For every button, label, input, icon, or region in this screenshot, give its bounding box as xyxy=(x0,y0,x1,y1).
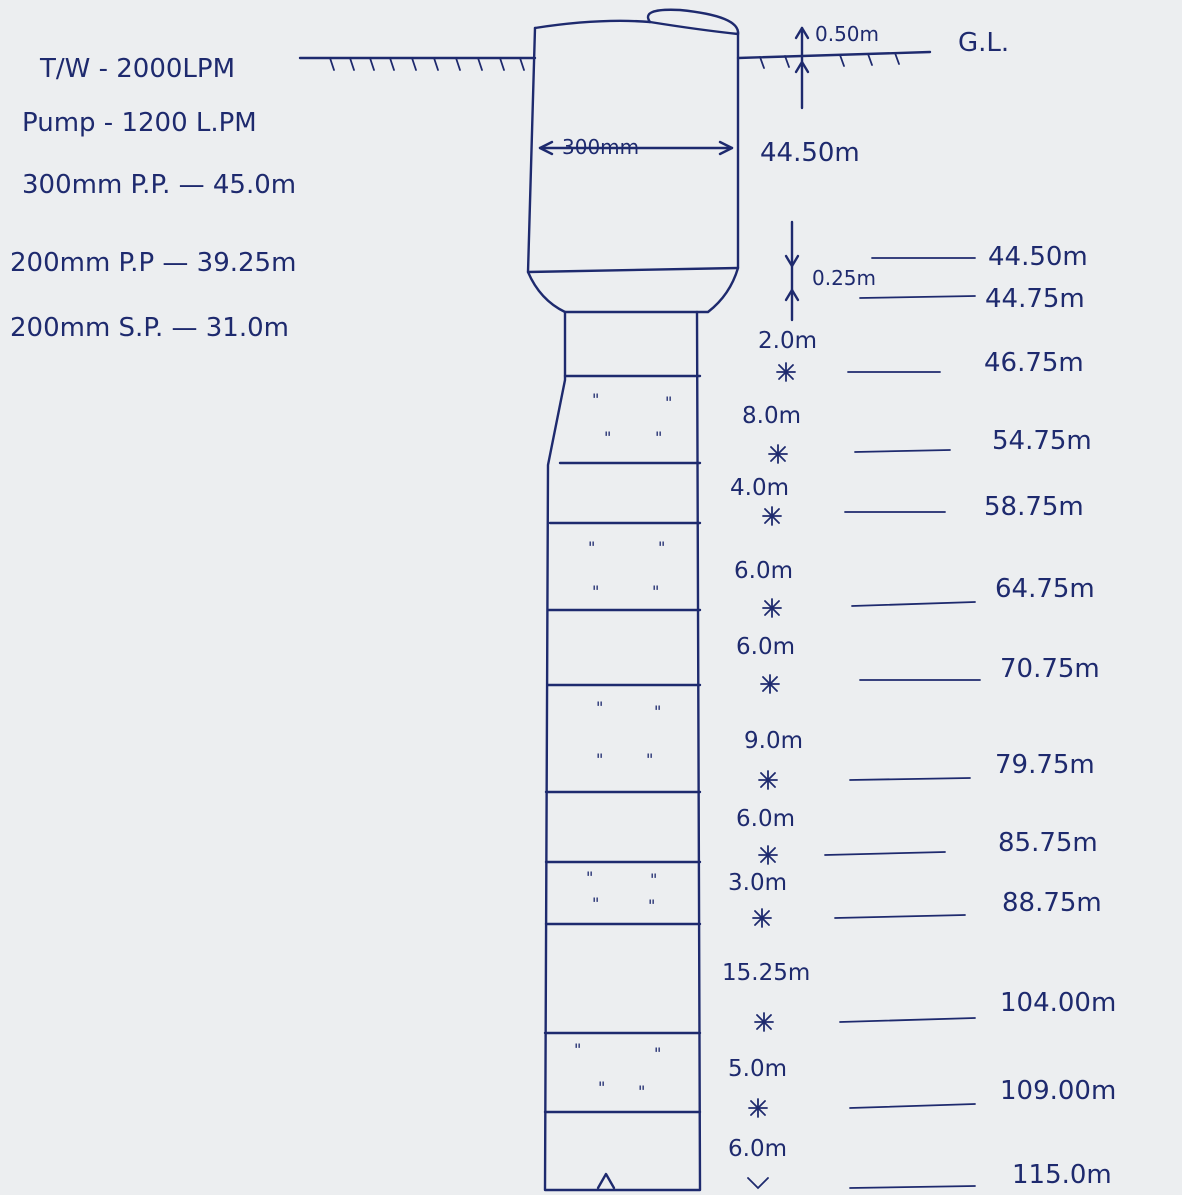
ditto-mark: " xyxy=(598,1078,606,1097)
depth-7: 70.75m xyxy=(1000,654,1100,684)
ditto-mark: " xyxy=(648,896,656,915)
interval-4: 6.0m xyxy=(734,558,793,584)
interval-9: 15.25m xyxy=(722,960,811,986)
depth-9: 85.75m xyxy=(998,828,1098,858)
ditto-mark: " xyxy=(658,538,666,557)
depth-3: 46.75m xyxy=(984,348,1084,378)
interval-7: 6.0m xyxy=(736,806,795,832)
casing-top-rim xyxy=(533,19,740,36)
ditto-mark: " xyxy=(655,428,663,447)
note-300mm-pipe: 300mm P.P. — 45.0m xyxy=(22,170,297,200)
reducer-line xyxy=(526,266,740,274)
ditto-mark: " xyxy=(592,894,600,913)
depth-1: 44.50m xyxy=(988,242,1088,272)
ditto-mark: " xyxy=(652,582,660,601)
interval-8: 3.0m xyxy=(728,870,787,896)
pipe-segments xyxy=(543,374,702,1114)
upper-casing-length: 44.50m xyxy=(760,138,860,168)
interval-10: 5.0m xyxy=(728,1056,787,1082)
ditto-mark: " xyxy=(592,390,600,409)
interval-6: 9.0m xyxy=(744,728,803,754)
interval-separators xyxy=(747,362,796,1190)
casing-top-cap xyxy=(646,8,740,36)
reducer-length: 0.25m xyxy=(812,266,877,290)
ditto-mark: " xyxy=(638,1082,646,1101)
ditto-mark: " xyxy=(592,582,600,601)
depth-13: 115.0m xyxy=(1012,1160,1112,1190)
casing-diameter: 300mm xyxy=(562,135,640,159)
interval-2: 8.0m xyxy=(742,403,801,429)
ground-level-label: G.L. xyxy=(958,28,1010,58)
ditto-mark: " xyxy=(665,393,673,412)
note-tube-well-yield: T/W - 2000LPM xyxy=(40,54,236,84)
note-200mm-slotted-pipe: 200mm S.P. — 31.0m xyxy=(10,313,289,343)
depth-11: 104.00m xyxy=(1000,988,1117,1018)
ditto-mark: " xyxy=(596,698,604,717)
ditto-mark: " xyxy=(646,750,654,769)
ditto-mark: " xyxy=(654,702,662,721)
depth-4: 54.75m xyxy=(992,426,1092,456)
depth-leaders xyxy=(824,257,981,1189)
ditto-mark: " xyxy=(596,750,604,769)
interval-3: 4.0m xyxy=(730,475,789,501)
ditto-mark: " xyxy=(586,868,594,887)
ditto-mark: " xyxy=(654,1044,662,1063)
dimension-arrows xyxy=(538,26,810,322)
end-cap xyxy=(596,1172,616,1190)
ditto-mark: " xyxy=(574,1040,582,1059)
interval-1: 2.0m xyxy=(758,328,817,354)
note-pump-capacity: Pump - 1200 L.PM xyxy=(22,108,257,138)
above-ground-height: 0.50m xyxy=(815,22,880,46)
ditto-mark: " xyxy=(650,870,658,889)
lower-pipe xyxy=(543,310,702,1192)
ditto-mark: " xyxy=(604,428,612,447)
ground-hatch xyxy=(329,52,900,71)
interval-11: 6.0m xyxy=(728,1136,787,1162)
casing-300mm xyxy=(526,26,740,314)
depth-2: 44.75m xyxy=(985,284,1085,314)
note-200mm-plain-pipe: 200mm P.P — 39.25m xyxy=(10,248,297,278)
depth-12: 109.00m xyxy=(1000,1076,1117,1106)
depth-6: 64.75m xyxy=(995,574,1095,604)
ground-line-right xyxy=(736,50,932,60)
depth-10: 88.75m xyxy=(1002,888,1102,918)
depth-5: 58.75m xyxy=(984,492,1084,522)
interval-5: 6.0m xyxy=(736,634,795,660)
depth-8: 79.75m xyxy=(995,750,1095,780)
ditto-mark: " xyxy=(588,538,596,557)
